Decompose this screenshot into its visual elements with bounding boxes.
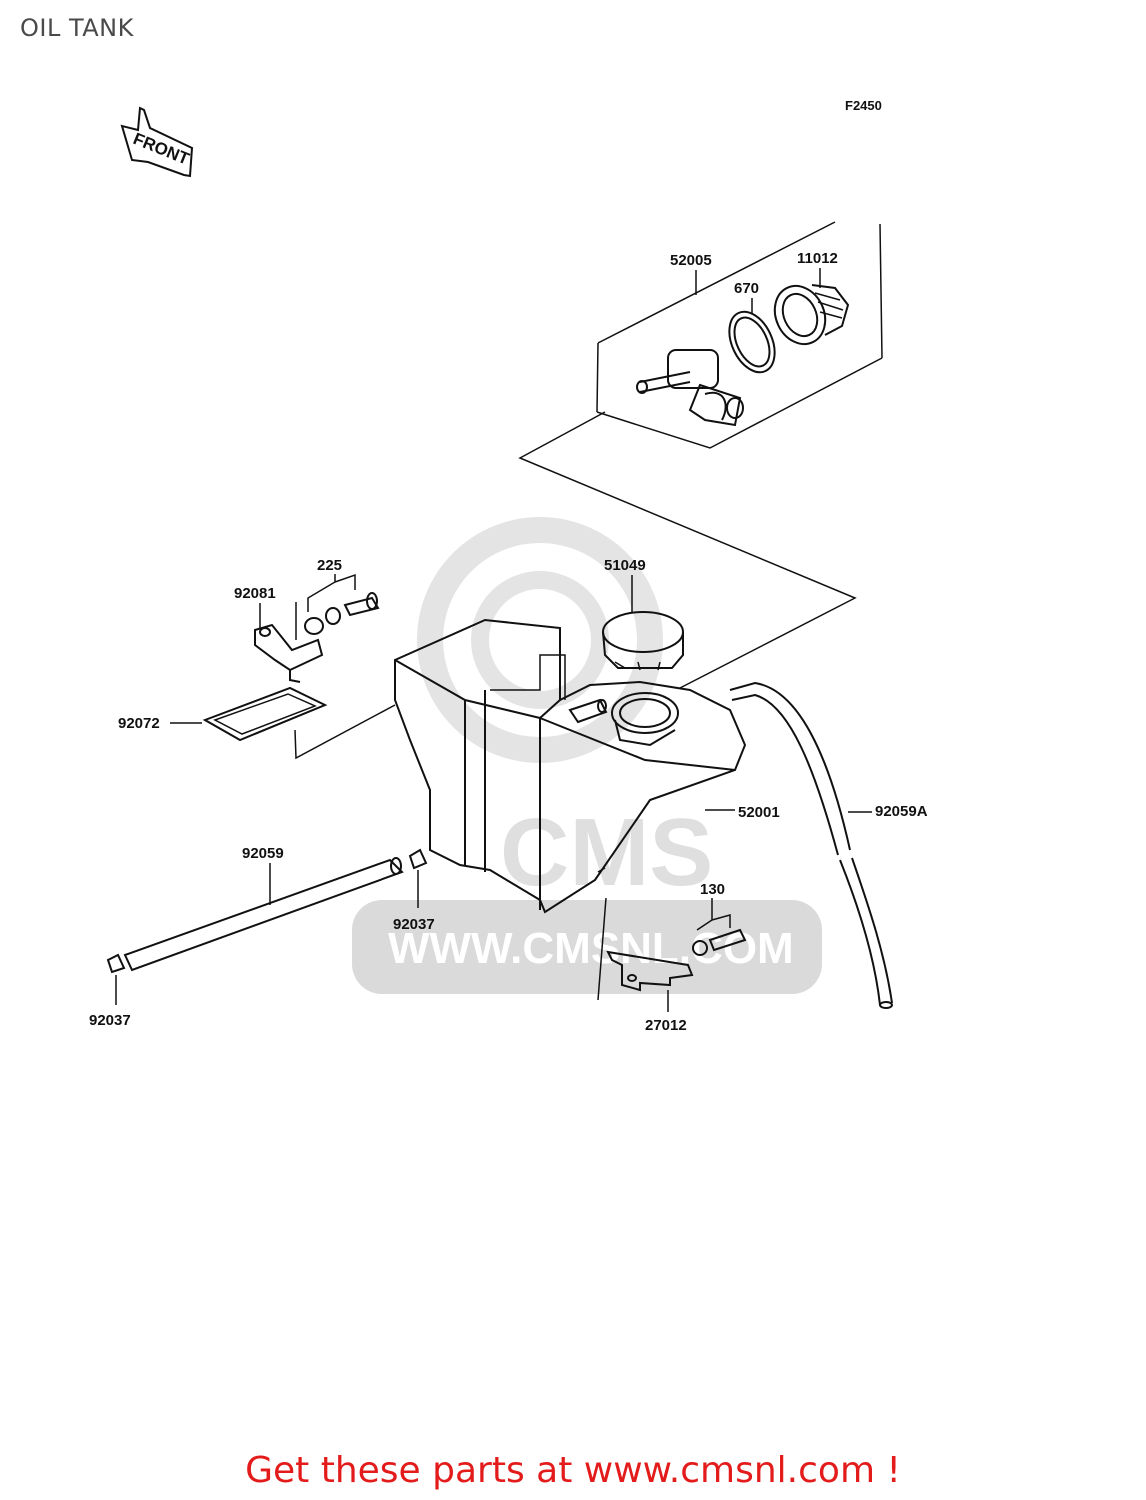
cms-watermark: CMS WWW.CMSNL.COM bbox=[352, 517, 822, 994]
part-label-670: 670 bbox=[734, 280, 759, 297]
mounting-bracket bbox=[254, 623, 324, 683]
part-label-27012: 27012 bbox=[645, 1017, 687, 1034]
footer-link[interactable]: Get these parts at www.cmsnl.com ! bbox=[245, 1450, 901, 1491]
front-label: FRONT bbox=[131, 129, 193, 169]
front-arrow-icon: FRONT bbox=[120, 106, 194, 178]
part-label-92059a: 92059A bbox=[875, 803, 928, 820]
part-label-92081: 92081 bbox=[234, 585, 276, 602]
oil-level-gauge-assembly bbox=[596, 221, 883, 449]
filler-cap bbox=[602, 611, 684, 671]
bolt-130 bbox=[692, 928, 747, 956]
part-label-92037-upper: 92037 bbox=[393, 916, 435, 933]
watermark-logo: CMS bbox=[500, 799, 713, 906]
figure-code: F2450 bbox=[845, 98, 882, 113]
bolt-washer-set bbox=[304, 592, 380, 635]
vent-hose bbox=[729, 681, 893, 1009]
part-label-225: 225 bbox=[317, 557, 342, 574]
lower-bracket bbox=[606, 950, 694, 992]
leader-gauge-to-tank bbox=[518, 411, 857, 689]
part-label-11012: 11012 bbox=[797, 250, 838, 267]
gasket bbox=[202, 686, 328, 742]
part-label-52001: 52001 bbox=[738, 804, 780, 821]
part-label-52005: 52005 bbox=[670, 252, 712, 269]
oil-tank bbox=[394, 618, 747, 914]
watermark-url: WWW.CMSNL.COM bbox=[388, 924, 794, 973]
oil-tank-diagram: CMS WWW.CMSNL.COM FRONT F2450 52005 670 … bbox=[89, 98, 928, 1034]
page-title: OIL TANK bbox=[20, 14, 134, 42]
part-label-51049: 51049 bbox=[604, 557, 646, 574]
part-label-130: 130 bbox=[700, 881, 725, 898]
part-label-92059: 92059 bbox=[242, 845, 284, 862]
drain-hose bbox=[123, 857, 404, 972]
hose-clip bbox=[106, 848, 428, 974]
part-label-92037-lower: 92037 bbox=[89, 1012, 131, 1029]
part-label-92072: 92072 bbox=[118, 715, 160, 732]
